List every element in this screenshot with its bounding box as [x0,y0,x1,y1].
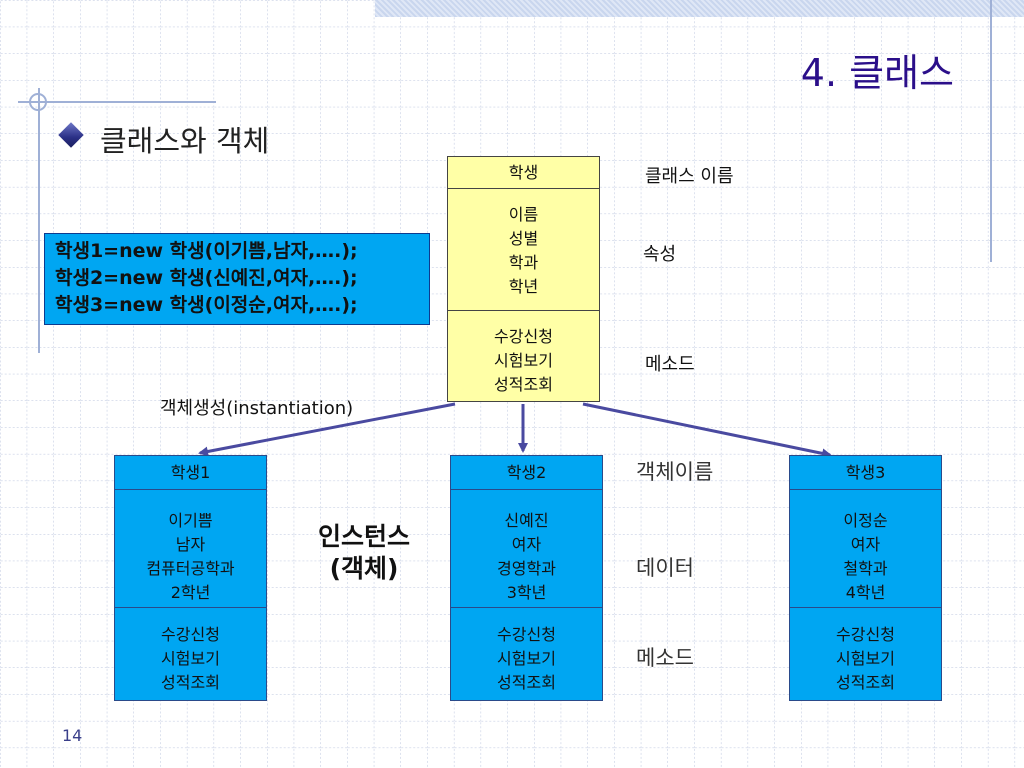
class-attribute: 성별 [508,229,539,248]
instance-name-section: 학생2 [451,456,602,490]
label-method: 메소드 [645,354,695,375]
instance-name-section: 학생3 [790,456,941,490]
label-method-instance: 메소드 [636,646,694,670]
instance-data-item: 신예진 [504,511,549,530]
instance-method: 시험보기 [161,649,220,668]
code-line: 학생1=new 학생(이기쁨,남자,….); [55,240,358,262]
instance-note: 인스턴스 (객체) [304,521,424,585]
instance-data-item: 철학과 [843,559,888,578]
class-methods-section: 수강신청 시험보기 성적조회 [448,311,599,403]
class-method: 시험보기 [494,351,553,370]
instance-data-item: 여자 [511,535,542,554]
code-box: 학생1=new 학생(이기쁨,남자,….); 학생2=new 학생(신예진,여자… [44,233,430,325]
instance-note-line1: 인스턴스 [317,522,410,551]
label-object-name: 객체이름 [636,460,714,484]
top-decor-band [375,0,1024,17]
instance-data-item: 이정순 [843,511,888,530]
class-name: 학생 [508,163,539,182]
label-data: 데이터 [636,556,694,580]
instance-methods-section: 수강신청 시험보기 성적조회 [115,608,266,702]
instance-name: 학생3 [845,463,886,482]
class-attribute: 학과 [508,253,539,272]
decor-vline-left [38,88,40,353]
class-name-section: 학생 [448,157,599,189]
decor-circle [29,93,47,111]
instance-data-item: 컴퓨터공학과 [146,559,235,578]
instance-methods-section: 수강신청 시험보기 성적조회 [451,608,602,702]
instance-box-2: 학생2 신예진 여자 경영학과 3학년 수강신청 시험보기 성적조회 [450,455,603,701]
instance-data-item: 여자 [850,535,881,554]
code-line: 학생2=new 학생(신예진,여자,….); [55,267,358,289]
instance-data-item: 이기쁨 [168,511,213,530]
instance-data-item: 2학년 [170,583,211,602]
class-method: 성적조회 [494,375,553,394]
page-number: 14 [62,726,83,745]
class-box: 학생 이름 성별 학과 학년 수강신청 시험보기 성적조회 [447,156,600,402]
class-attribute: 학년 [508,277,539,296]
instance-data-item: 남자 [175,535,206,554]
instance-name: 학생2 [506,463,547,482]
instance-name: 학생1 [170,463,211,482]
decor-hline [18,101,216,103]
instance-method: 수강신청 [161,625,220,644]
instance-note-line2: (객체) [329,554,399,583]
code-line: 학생3=new 학생(이정순,여자,….); [55,294,358,316]
instance-data-section: 이정순 여자 철학과 4학년 [790,490,941,608]
label-class-name: 클래스 이름 [645,166,734,187]
instance-data-item: 경영학과 [497,559,556,578]
instance-method: 시험보기 [497,649,556,668]
instance-method: 성적조회 [161,673,220,692]
instance-methods-section: 수강신청 시험보기 성적조회 [790,608,941,702]
class-attributes-section: 이름 성별 학과 학년 [448,189,599,311]
instance-data-item: 4학년 [845,583,886,602]
instance-method: 수강신청 [497,625,556,644]
instance-box-3: 학생3 이정순 여자 철학과 4학년 수강신청 시험보기 성적조회 [789,455,942,701]
label-attribute: 속성 [643,244,677,265]
section-subtitle: 클래스와 객체 [100,124,270,158]
instance-method: 시험보기 [836,649,895,668]
instance-data-section: 신예진 여자 경영학과 3학년 [451,490,602,608]
label-instantiation: 객체생성(instantiation) [160,394,353,420]
instance-box-1: 학생1 이기쁨 남자 컴퓨터공학과 2학년 수강신청 시험보기 성적조회 [114,455,267,701]
label-instantiation-text: 객체생성(instantiation) [160,398,354,419]
instance-name-section: 학생1 [115,456,266,490]
decor-vline-right [990,0,992,262]
page-title: 4. 클래스 [800,51,954,95]
instance-data-section: 이기쁨 남자 컴퓨터공학과 2학년 [115,490,266,608]
instance-method: 수강신청 [836,625,895,644]
instance-data-item: 3학년 [506,583,547,602]
class-method: 수강신청 [494,327,553,346]
instance-method: 성적조회 [497,673,556,692]
instance-method: 성적조회 [836,673,895,692]
class-attribute: 이름 [508,205,539,224]
